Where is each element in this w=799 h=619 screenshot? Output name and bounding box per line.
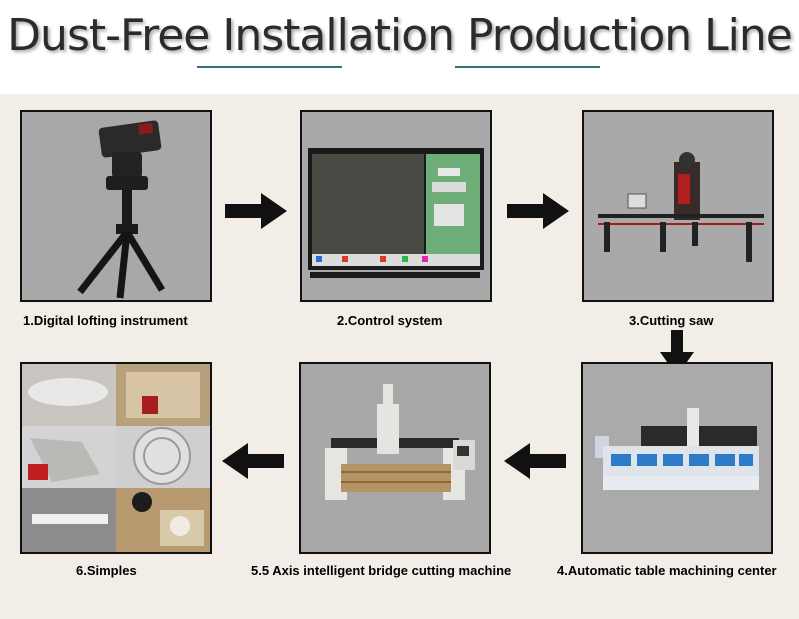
step-2-caption: 2.Control system bbox=[337, 313, 443, 328]
samples-collage-illustration bbox=[22, 364, 210, 552]
step-1-caption: 1.Digital lofting instrument bbox=[23, 313, 188, 328]
bridge-cutting-machine-illustration bbox=[301, 364, 489, 552]
step-4-caption: 4.Automatic table machining center bbox=[557, 563, 777, 578]
page-title: Dust-Free Installation Production Line bbox=[7, 10, 793, 61]
step-6-caption: 6.Simples bbox=[76, 563, 137, 578]
title-underline-right bbox=[455, 66, 600, 68]
control-screen-illustration bbox=[302, 112, 490, 300]
cutting-saw-illustration bbox=[584, 112, 772, 300]
step-5-image bbox=[299, 362, 491, 554]
title-underline-left bbox=[197, 66, 342, 68]
tripod-instrument-illustration bbox=[22, 112, 210, 300]
step-4-image bbox=[581, 362, 773, 554]
machining-center-illustration bbox=[583, 364, 771, 552]
step-2-image bbox=[300, 110, 492, 302]
step-5-caption: 5.5 Axis intelligent bridge cutting mach… bbox=[251, 563, 512, 578]
step-3-image bbox=[582, 110, 774, 302]
step-1-image bbox=[20, 110, 212, 302]
arrow-right-icon bbox=[507, 193, 569, 229]
title-banner: Dust-Free Installation Production Line bbox=[0, 0, 799, 92]
step-3-caption: 3.Cutting saw bbox=[629, 313, 714, 328]
arrow-left-icon bbox=[222, 443, 284, 479]
arrow-left-icon bbox=[504, 443, 566, 479]
arrow-right-icon bbox=[225, 193, 287, 229]
step-6-image bbox=[20, 362, 212, 554]
